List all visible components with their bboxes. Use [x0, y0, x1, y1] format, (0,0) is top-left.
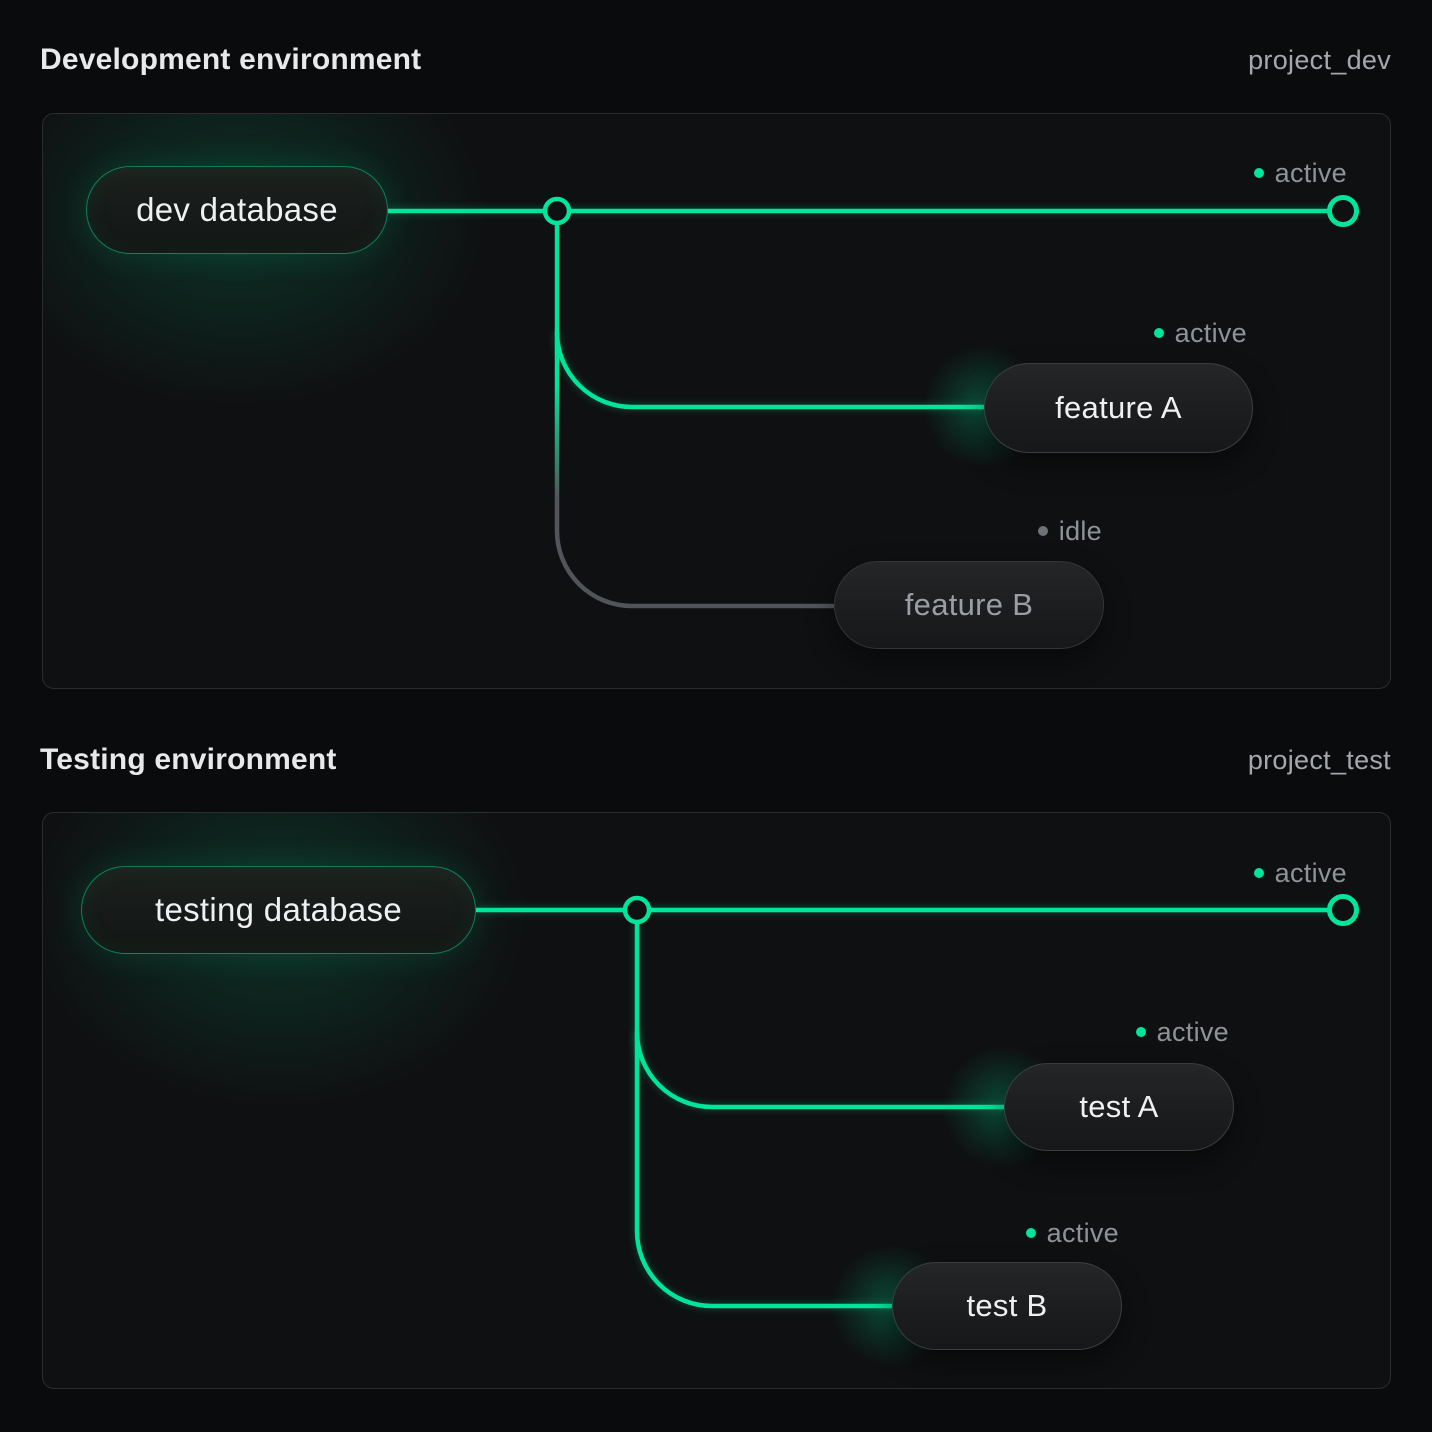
branch-node-label: test B: [966, 1288, 1048, 1323]
trunk-line-to-feature-b: [554, 223, 834, 609]
main-branch-status: active: [1253, 857, 1347, 888]
trunk-line-to-test-b: [634, 922, 892, 1309]
test-b-status: active: [1025, 1217, 1119, 1248]
branch-node-test-b[interactable]: test B: [892, 1262, 1122, 1350]
branch-node-test-a[interactable]: test A: [1004, 1063, 1234, 1151]
branch-node-feature-b[interactable]: feature B: [834, 561, 1104, 649]
database-node-label: dev database: [136, 191, 338, 228]
feature-b-status: idle: [1037, 515, 1102, 546]
branch-node-feature-a[interactable]: feature A: [984, 363, 1253, 453]
status-label: active: [1174, 317, 1247, 348]
status-dot-icon: [1253, 168, 1264, 178]
page-title: Development environment: [40, 43, 422, 76]
database-node-dev[interactable]: dev database: [86, 166, 388, 254]
status-label: active: [1156, 1016, 1229, 1047]
page-title: Testing environment: [40, 743, 337, 776]
status-label: active: [1046, 1217, 1119, 1248]
status-label: idle: [1058, 515, 1102, 546]
test-environment-panel: active testing database active test A ac…: [42, 812, 1391, 1389]
dev-env-header: Development environment project_dev: [40, 43, 1391, 83]
branch-junction-node: [622, 895, 652, 925]
database-node-testing[interactable]: testing database: [81, 866, 476, 954]
branch-node-label: test A: [1079, 1089, 1159, 1124]
feature-a-status: active: [1153, 317, 1247, 348]
dev-environment-panel: active dev database active feature A idl…: [42, 113, 1391, 689]
status-dot-icon: [1153, 328, 1164, 338]
branch-node-label: feature B: [904, 587, 1034, 622]
status-dot-icon: [1025, 1228, 1036, 1238]
main-branch-status: active: [1253, 157, 1347, 188]
branch-line-test-a: [634, 1031, 1004, 1110]
project-name-label: project_test: [1247, 745, 1391, 775]
branch-node-label: feature A: [1055, 390, 1182, 425]
main-branch-endpoint-node: [1327, 195, 1359, 227]
dev-branch-lines: [388, 195, 1359, 609]
branch-line-feature-a: [554, 331, 984, 410]
test-branch-lines: [476, 894, 1359, 1309]
status-label: active: [1274, 857, 1347, 888]
test-a-status: active: [1135, 1016, 1229, 1047]
main-branch-endpoint-node: [1327, 894, 1359, 926]
branch-junction-node: [542, 196, 572, 226]
project-name-label: project_dev: [1248, 45, 1391, 75]
status-label: active: [1274, 157, 1347, 188]
test-env-header: Testing environment project_test: [40, 743, 1391, 783]
database-node-label: testing database: [155, 891, 402, 928]
status-dot-icon: [1037, 526, 1048, 536]
status-dot-icon: [1135, 1027, 1146, 1037]
status-dot-icon: [1253, 868, 1264, 878]
